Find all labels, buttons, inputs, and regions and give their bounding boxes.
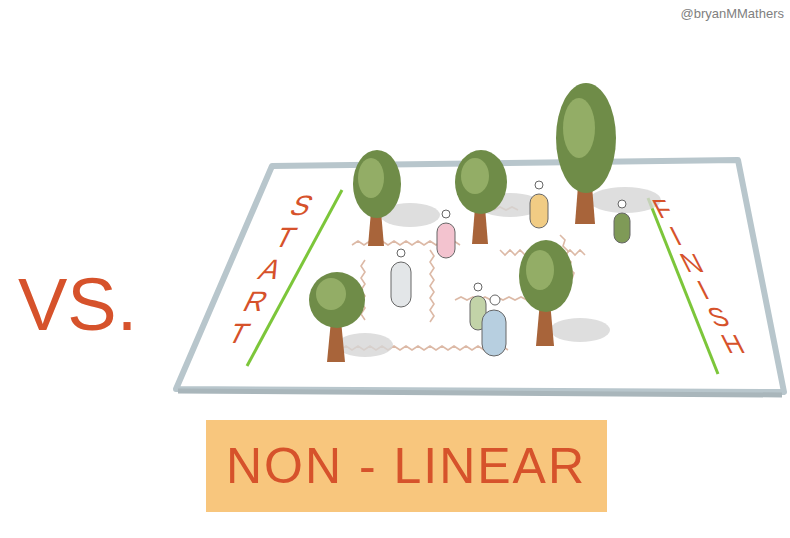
tree <box>309 272 365 362</box>
person <box>614 200 630 243</box>
sketch-stroke <box>530 194 548 228</box>
sketch-stroke <box>309 272 365 328</box>
sketch-stroke <box>455 150 507 214</box>
sketch-stroke <box>526 250 554 290</box>
trail <box>430 250 434 322</box>
sketch-stroke <box>316 278 346 310</box>
sketch-stroke <box>358 158 384 198</box>
person <box>482 295 506 356</box>
title-band: NON - LINEAR <box>206 420 607 512</box>
shadow <box>550 318 610 342</box>
sketch-stroke <box>490 295 500 305</box>
sketch-stroke <box>437 223 455 258</box>
band-text: NON - LINEAR <box>226 439 586 494</box>
sketch-stroke <box>519 240 573 312</box>
tree <box>556 83 616 224</box>
sketch-stroke <box>397 249 405 257</box>
person <box>530 181 548 228</box>
person <box>391 249 411 307</box>
sketch-stroke <box>391 262 411 307</box>
vs-text: VS. <box>18 262 137 347</box>
sketch-stroke <box>618 200 626 208</box>
sketch-stroke <box>614 213 630 243</box>
sketch-stroke <box>482 310 506 356</box>
shadow <box>337 333 393 357</box>
sketch-stroke <box>474 283 482 291</box>
tree <box>353 150 401 246</box>
sketch-stroke <box>353 150 401 218</box>
people <box>391 181 630 356</box>
board-edge <box>178 391 782 395</box>
sketch-stroke <box>535 181 543 189</box>
sketch-stroke <box>556 83 616 193</box>
sketch-stroke <box>442 210 450 218</box>
sketch-stroke <box>563 98 595 158</box>
person <box>437 210 455 258</box>
tree <box>519 240 573 346</box>
tree <box>455 150 507 244</box>
trees <box>309 83 616 362</box>
sketch-stroke <box>461 158 489 194</box>
watermark: @bryanMMathers <box>680 6 784 21</box>
